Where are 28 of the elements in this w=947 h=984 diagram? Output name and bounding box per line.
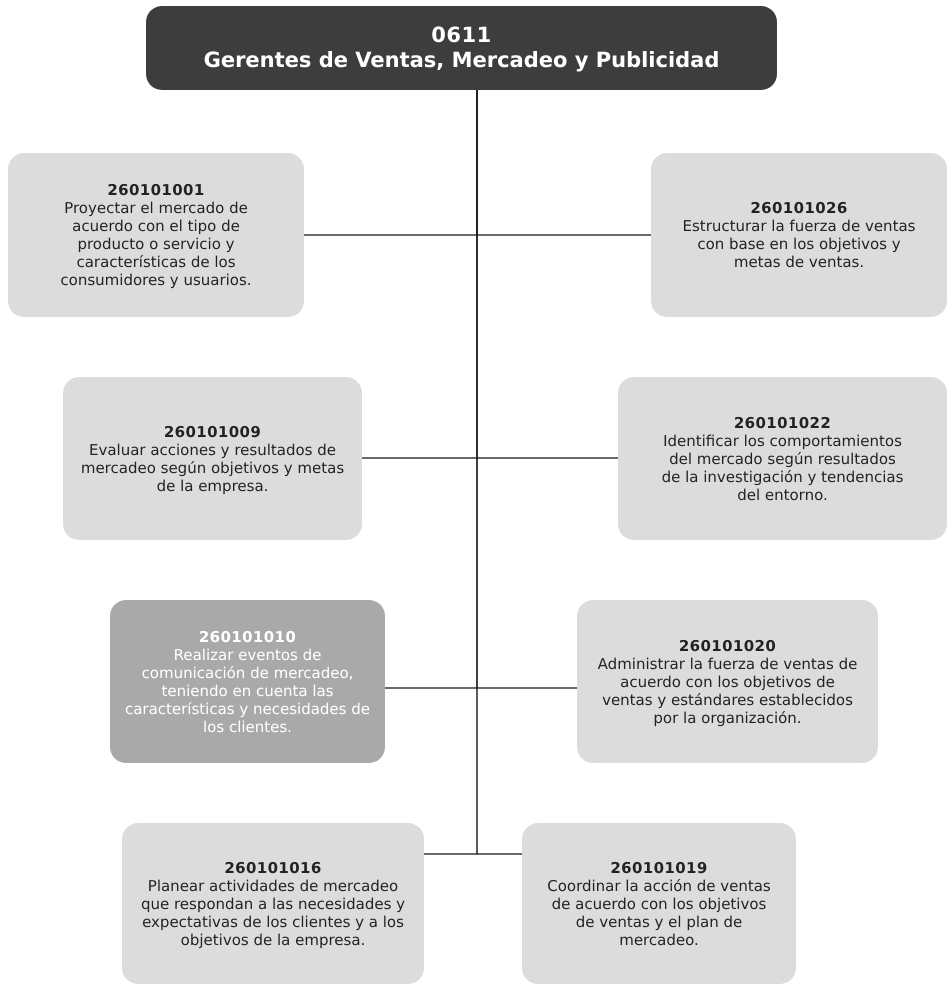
task-box (651, 153, 947, 317)
description-text: Administrar la fuerza de ventas de acuerdo con los objetivos de ventas y estándares establecidos por la organización. (596, 654, 858, 726)
code-label: 260101016 (224, 858, 322, 876)
description-text: Proyectar el mercado de acuerdo con el tipo de producto o servicio y características de los consumidores y usuarios. (59, 199, 253, 289)
description-text: Gerentes de Ventas, Mercadeo y Publicidad (204, 48, 720, 74)
code-label: 0611 (431, 22, 492, 48)
code-label: 260101020 (678, 636, 776, 654)
code-label: 260101009 (164, 422, 262, 440)
description-text: Planear actividades de mercadeo que respondan a las necesidades y expectativas de los clientes y a los objetivos de la empresa. (140, 876, 406, 948)
task-box (110, 600, 385, 763)
task-box (63, 377, 362, 540)
description-text: Realizar eventos de comunicación de mercadeo, teniendo en cuenta las características y necesidades de los clientes. (124, 646, 371, 736)
code-label: 260101010 (198, 628, 296, 646)
task-box (522, 823, 796, 984)
description-text: Identificar los comportamientos del mercado según resultados de la investigación y tendencias del entorno. (660, 432, 904, 504)
code-label: 260101001 (107, 181, 205, 199)
description-text: Coordinar la acción de ventas de acuerdo con los objetivos de ventas y el plan de mercadeo. (546, 876, 772, 948)
code-label: 260101022 (734, 414, 832, 432)
code-label: 260101019 (610, 858, 708, 876)
code-label: 260101026 (750, 199, 848, 217)
task-box (8, 153, 304, 317)
title-box (146, 6, 777, 90)
description-text: Estructurar la fuerza de ventas con base en los objetivos y metas de ventas. (682, 217, 916, 271)
description-text: Evaluar acciones y resultados de mercadeo según objetivos y metas de la empresa. (80, 440, 346, 494)
task-box (122, 823, 424, 984)
connector-line (476, 90, 522, 855)
task-box (618, 377, 947, 540)
task-box (577, 600, 878, 763)
